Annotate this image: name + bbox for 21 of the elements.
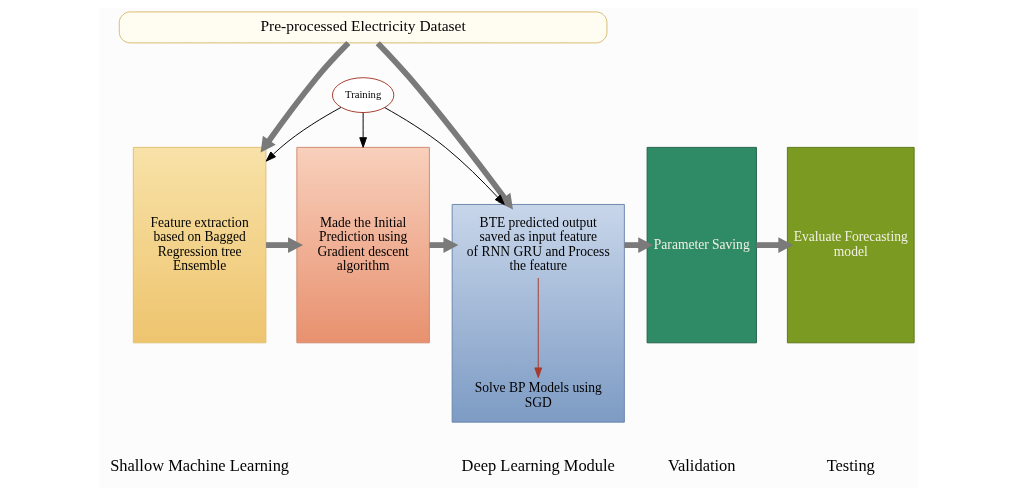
label: Validation <box>667 455 736 475</box>
arrow <box>265 237 303 253</box>
label: Testing <box>826 455 875 475</box>
arrow <box>383 107 505 205</box>
node-box: Evaluate Forecasting model <box>786 146 915 344</box>
node-ellipse: Training <box>331 77 394 114</box>
label: Deep Learning Module <box>461 455 615 475</box>
arrow <box>375 41 513 210</box>
arrow <box>260 40 350 153</box>
arrow <box>533 277 542 379</box>
node-box: Parameter Saving <box>646 146 757 344</box>
arrow <box>358 112 367 148</box>
node-box: Pre-processed Electricity Dataset <box>118 11 607 44</box>
node-box: Feature extraction based on Bagged Regression tree Ensemble <box>132 146 266 344</box>
arrow <box>755 237 793 253</box>
arrow <box>265 106 341 162</box>
node-text: BTE predicted output saved as input feature of RNN GRU and Process the feature <box>466 214 610 274</box>
label: Shallow Machine Learning <box>109 455 289 475</box>
node-box: Made the Initial Prediction using Gradient descent algorithm <box>295 146 430 344</box>
cluster <box>451 203 625 423</box>
node-text: Solve BP Models using SGD <box>474 380 602 410</box>
